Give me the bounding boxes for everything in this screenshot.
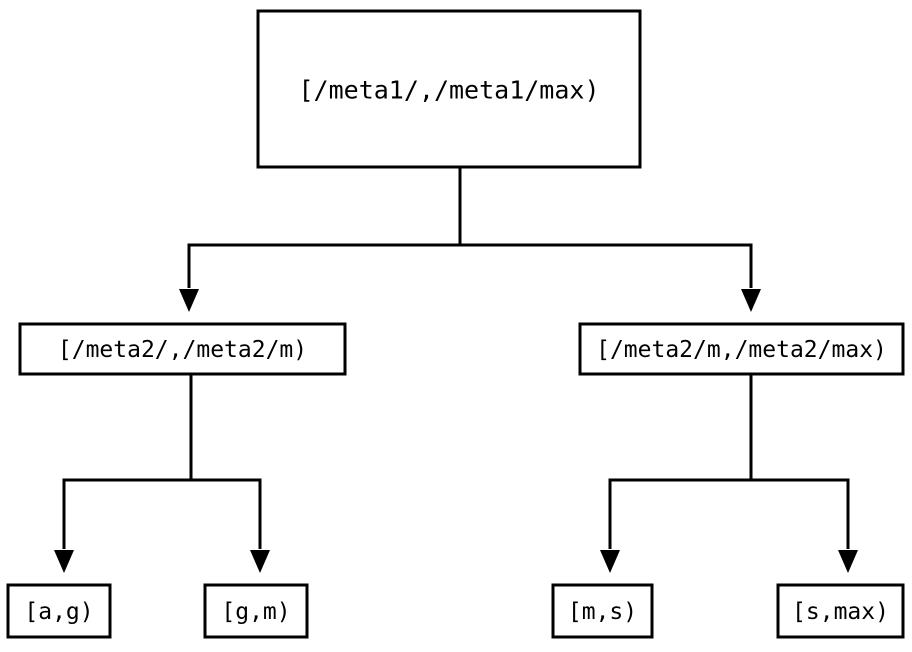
node-leaf-s-max[interactable]: [s,max): [776, 583, 905, 639]
edge-root-to-mid-right: [458, 167, 761, 312]
node-box[interactable]: [578, 322, 905, 376]
node-leaf-a-g[interactable]: [a,g): [6, 583, 112, 639]
node-leaf-m-s[interactable]: [m,s): [551, 583, 654, 639]
node-label: [s,max): [792, 599, 889, 625]
node-box[interactable]: [776, 583, 905, 639]
node-root[interactable]: [/meta1/,/meta1/max): [256, 9, 642, 169]
node-label: [m,s): [568, 599, 637, 625]
edge-mid-left-to-leaf-a-g: [54, 374, 193, 573]
node-box[interactable]: [203, 583, 309, 639]
edge-line: [608, 374, 753, 549]
node-leaf-g-m[interactable]: [g,m): [203, 583, 309, 639]
edge-root-to-mid-left: [179, 167, 462, 312]
edges-layer: [54, 167, 858, 573]
arrowhead-down-icon: [600, 550, 620, 573]
nodes-layer: [/meta1/,/meta1/max) [/meta2/,/meta2/m) [/…: [6, 9, 905, 639]
arrowhead-down-icon: [250, 550, 270, 573]
node-box[interactable]: [18, 322, 347, 376]
node-label: [a,g): [24, 599, 93, 625]
node-mid-left[interactable]: [/meta2/,/meta2/m): [18, 322, 347, 376]
edge-line: [189, 374, 262, 549]
edge-line: [187, 167, 462, 288]
node-box[interactable]: [551, 583, 654, 639]
edge-line: [62, 374, 193, 549]
arrowhead-down-icon: [838, 550, 858, 573]
node-mid-right[interactable]: [/meta2/m,/meta2/max): [578, 322, 905, 376]
arrowhead-down-icon: [741, 289, 761, 312]
edge-mid-right-to-leaf-s-max: [749, 374, 858, 573]
edge-line: [749, 374, 850, 549]
node-label: [/meta2/,/meta2/m): [58, 337, 307, 363]
node-label: [g,m): [221, 599, 290, 625]
arrowhead-down-icon: [54, 550, 74, 573]
node-box[interactable]: [6, 583, 112, 639]
node-label: [/meta2/m,/meta2/max): [596, 337, 887, 363]
node-box[interactable]: [256, 9, 642, 169]
node-label: [/meta1/,/meta1/max): [298, 76, 599, 105]
edge-mid-left-to-leaf-g-m: [189, 374, 270, 573]
edge-mid-right-to-leaf-m-s: [600, 374, 753, 573]
edge-line: [458, 167, 753, 288]
arrowhead-down-icon: [179, 289, 199, 312]
